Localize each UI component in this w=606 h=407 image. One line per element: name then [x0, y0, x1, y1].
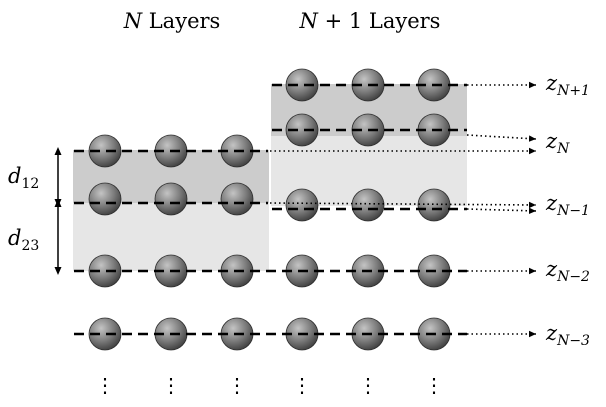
atom [417, 188, 451, 222]
label-d12: d12 [8, 164, 39, 192]
ellipses: ⋮ ⋮ ⋮ ⋮ ⋮ ⋮ [95, 373, 444, 397]
height-arrow [466, 134, 537, 142]
height-arrow [466, 207, 537, 214]
header-right: N + 1 Layers [299, 9, 441, 33]
ellipsis: ⋮ [424, 373, 444, 397]
label-z-n: zN [545, 129, 570, 157]
height-arrows [269, 81, 537, 338]
atom [220, 182, 254, 216]
atom [88, 254, 122, 288]
height-arrow [269, 201, 537, 209]
layer-lines [74, 83, 467, 336]
atom [154, 182, 188, 216]
ellipsis: ⋮ [161, 373, 181, 397]
ellipsis: ⋮ [227, 373, 247, 397]
label-z-n-minus-2: zN−2 [545, 257, 590, 285]
atom [351, 188, 385, 222]
label-d23: d23 [8, 226, 39, 254]
ellipsis: ⋮ [292, 373, 312, 397]
shaded-regions [73, 84, 467, 271]
header-left: N Layers [123, 9, 221, 33]
label-z-n-minus-3: zN−3 [545, 321, 590, 349]
label-z-n-minus-1: zN−1 [545, 191, 590, 219]
ellipsis: ⋮ [358, 373, 378, 397]
atom [285, 188, 319, 222]
atom [88, 182, 122, 216]
ellipsis: ⋮ [95, 373, 115, 397]
label-z-n-plus-1: zN+1 [545, 71, 590, 99]
atom [285, 68, 319, 102]
atom [88, 317, 122, 351]
atom [88, 134, 122, 168]
atom [285, 113, 319, 147]
